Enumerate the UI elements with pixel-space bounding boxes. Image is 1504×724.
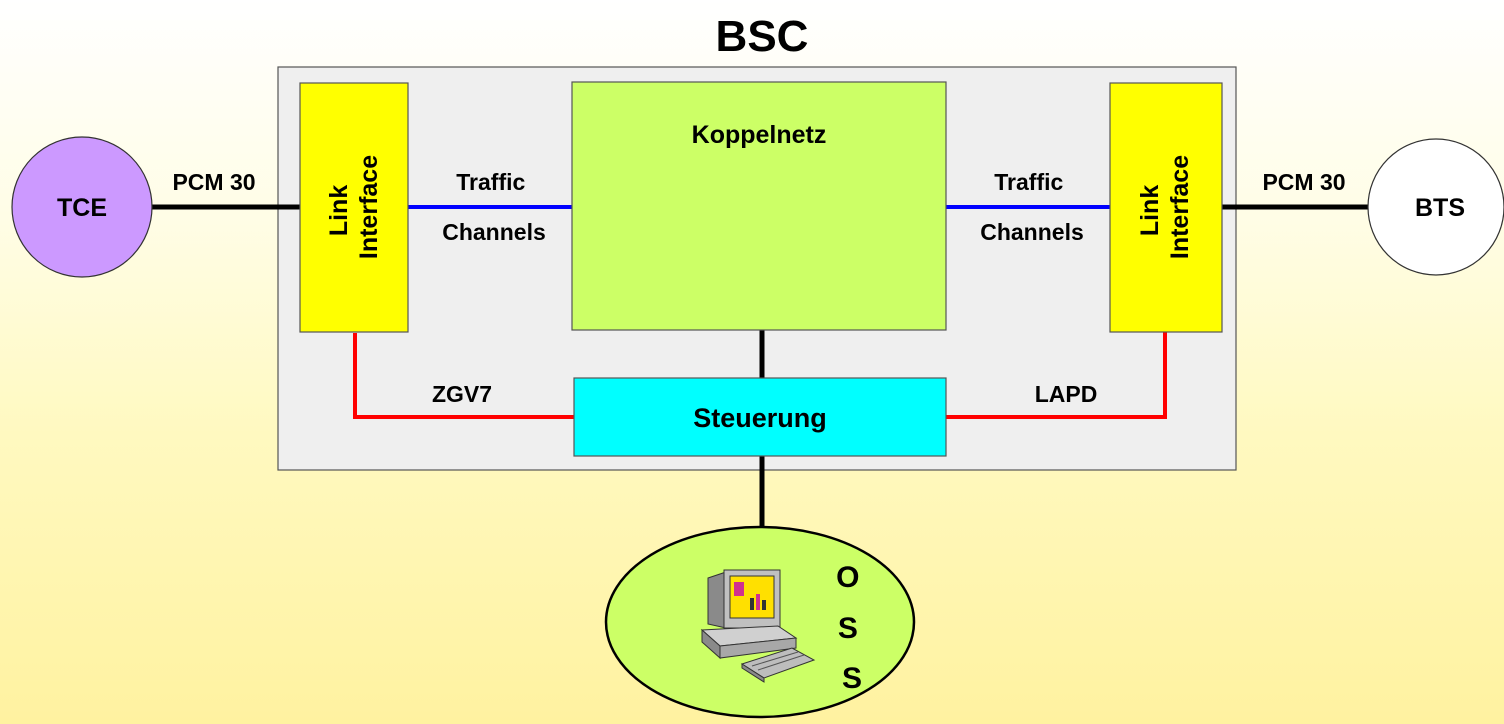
- oss-label: O S S: [836, 561, 868, 695]
- traffic-left-label: Traffic Channels: [442, 169, 546, 245]
- bsc-title: BSC: [716, 12, 809, 61]
- bts-node: [1367, 138, 1504, 276]
- traffic-right-label: Traffic Channels: [980, 169, 1084, 245]
- pcm-right-label: PCM 30: [1262, 169, 1345, 195]
- tce-label: TCE: [57, 194, 107, 222]
- koppelnetz-label: Koppelnetz: [692, 121, 827, 149]
- steuerung-label: Steuerung: [693, 403, 827, 433]
- connection-lines: [150, 204, 1368, 528]
- tce-node: [11, 136, 153, 278]
- lapd-line: [946, 330, 1167, 419]
- bts-label: BTS: [1415, 194, 1465, 222]
- zgv7-line: [353, 333, 574, 419]
- zgv7-label: ZGV7: [432, 381, 492, 407]
- link-interface-right: [1109, 82, 1223, 333]
- pcm-left-label: PCM 30: [172, 169, 255, 195]
- link-interface-left: [299, 82, 409, 333]
- lapd-label: LAPD: [1035, 381, 1098, 407]
- link-interface-left-label: Link Interface: [325, 155, 383, 259]
- computer-terminal-icon: [700, 569, 816, 683]
- steuerung-box: [573, 377, 947, 457]
- koppelnetz-box: [571, 81, 947, 331]
- link-interface-right-label: Link Interface: [1136, 155, 1194, 259]
